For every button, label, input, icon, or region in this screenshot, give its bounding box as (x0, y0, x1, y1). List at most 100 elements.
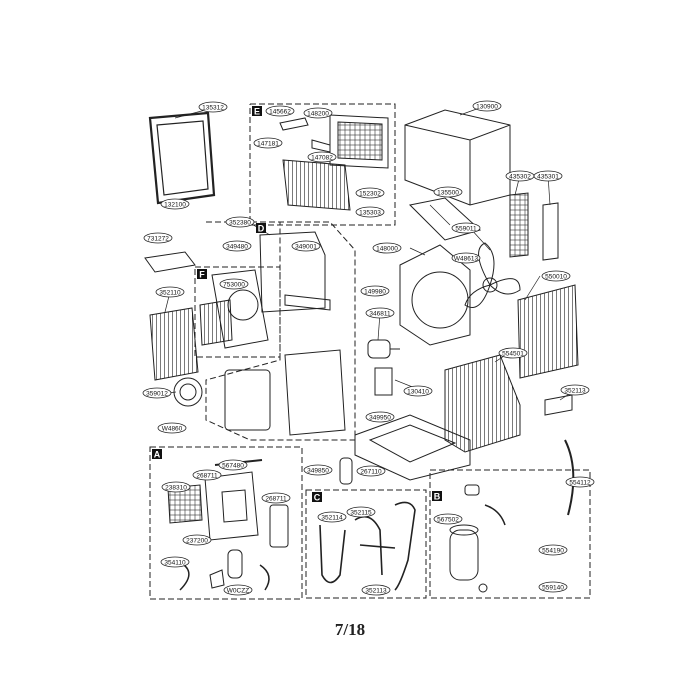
callout-text: 268711 (265, 495, 287, 502)
callout-evap-coil-left: 352110 (155, 286, 185, 298)
callout-text: 132100 (164, 201, 186, 208)
callout-text: W4860 (162, 425, 183, 432)
callout-a-cord: 237200 (182, 534, 212, 546)
callout-text: 731272 (147, 235, 169, 242)
callout-text: 554112 (569, 479, 591, 486)
callout-a-thermostat: 349850 (303, 464, 333, 476)
callout-blower-housing: 349480 (222, 240, 252, 252)
callout-base-pan: 130410 (403, 385, 433, 397)
left-evaporator-coil (149, 307, 199, 381)
callout-frame-corner: 132100 (160, 198, 190, 210)
callout-b-compressor: 554190 (538, 544, 568, 556)
frame-seal (148, 111, 216, 205)
svg-text:C: C (314, 493, 321, 503)
callout-b-overload: 567502 (433, 513, 463, 525)
callout-text: 149980 (364, 288, 386, 295)
callout-a-plug: 354110 (160, 556, 190, 568)
base-pan (354, 414, 471, 481)
control-assembly (167, 459, 289, 591)
condenser-fan (464, 242, 521, 308)
section-label-f: F (197, 269, 207, 280)
callout-text: 349480 (226, 243, 248, 250)
callout-bracket-right: 352113 (560, 384, 590, 396)
callout-capillary-tube: 554112 (565, 476, 595, 488)
callout-right-panel-b: 435301 (533, 170, 563, 182)
callout-a-control-panel: 268711 (261, 492, 291, 504)
evaporator-coil (444, 354, 521, 453)
callout-text: 352113 (564, 387, 586, 394)
callout-c-tube-c: 352113 (361, 584, 391, 596)
callout-f-bracket: 753000 (219, 278, 249, 290)
section-e-border (249, 103, 396, 226)
callout-blower-plate: 349001 (291, 240, 321, 252)
callout-shroud: 149980 (360, 285, 390, 297)
callout-text: 145662 (269, 108, 291, 115)
callout-wheel-washer: W4860 (157, 422, 187, 434)
callout-text: 753000 (223, 281, 245, 288)
callout-e-louver: 152302 (355, 187, 385, 199)
callout-text: 148200 (307, 110, 329, 117)
callout-evaporator-coil: 554501 (498, 347, 528, 359)
callout-text: 346811 (369, 310, 391, 317)
callout-text: 352113 (365, 587, 387, 594)
callout-blower-wheel: 359012 (142, 387, 172, 399)
section-label-b: B (432, 491, 442, 502)
tubing-assembly (319, 501, 416, 591)
callout-text: 352114 (321, 514, 343, 521)
section-label-c: C (312, 492, 322, 503)
callout-c-tube-b: 352115 (346, 506, 376, 518)
callout-fan-washer: W48613 (451, 252, 481, 264)
callout-fan-blade: 559011 (451, 222, 481, 234)
insulation-block (144, 251, 196, 273)
callout-text: 148000 (376, 245, 398, 252)
page-number: 7/18 (334, 620, 366, 639)
section-label-e: E (252, 106, 262, 117)
callout-e-grille: 147181 (253, 137, 283, 149)
callout-text: 554190 (542, 547, 564, 554)
callout-text: 559140 (542, 584, 564, 591)
side-panel-a (509, 192, 529, 258)
right-bracket (544, 394, 573, 416)
thermostat-knob (339, 457, 353, 485)
callout-motor-mount: 349950 (365, 411, 395, 423)
section-c-border (305, 489, 427, 599)
callout-motor: 346811 (365, 307, 395, 319)
callout-text: 135312 (202, 104, 224, 111)
callout-text: 268711 (196, 472, 218, 479)
shroud-deck (408, 197, 481, 241)
callout-right-panel-a: 435302 (505, 170, 535, 182)
compressor (449, 484, 506, 593)
callout-text: 135303 (359, 209, 381, 216)
callout-cabinet: 130900 (472, 100, 502, 112)
callout-cover-d: 352380 (225, 216, 255, 228)
callout-e-clip: 147082 (307, 151, 337, 163)
callout-text: 130410 (407, 388, 429, 395)
callout-text: 267110 (360, 468, 382, 475)
blower-housing (224, 231, 346, 436)
callout-text: 567480 (222, 462, 244, 469)
callout-a-cover: 268711 (192, 469, 222, 481)
callout-shroud-top: 135500 (433, 186, 463, 198)
svg-text:B: B (434, 492, 441, 502)
callout-a-harness: 567480 (218, 459, 248, 471)
callout-text: 130900 (476, 103, 498, 110)
callout-text: 435301 (537, 173, 559, 180)
callout-e-panel: 135303 (355, 206, 385, 218)
svg-text:F: F (199, 270, 205, 280)
callout-text: 147181 (257, 140, 279, 147)
callout-text: 352115 (350, 509, 372, 516)
section-label-d: D (256, 223, 266, 234)
callout-text: 349001 (295, 243, 317, 250)
callout-text: 359012 (146, 390, 168, 397)
callout-text: 354110 (164, 559, 186, 566)
callout-text: 147082 (311, 154, 333, 161)
callout-a-relay: 267110 (356, 465, 386, 477)
front-grille-assembly (279, 114, 389, 211)
blower-wheel (173, 377, 203, 407)
callout-text: 352380 (229, 219, 251, 226)
callout-text: 349950 (369, 414, 391, 421)
callout-text: 238310 (165, 484, 187, 491)
side-panel-b (542, 202, 559, 261)
condenser-coil (517, 284, 579, 379)
